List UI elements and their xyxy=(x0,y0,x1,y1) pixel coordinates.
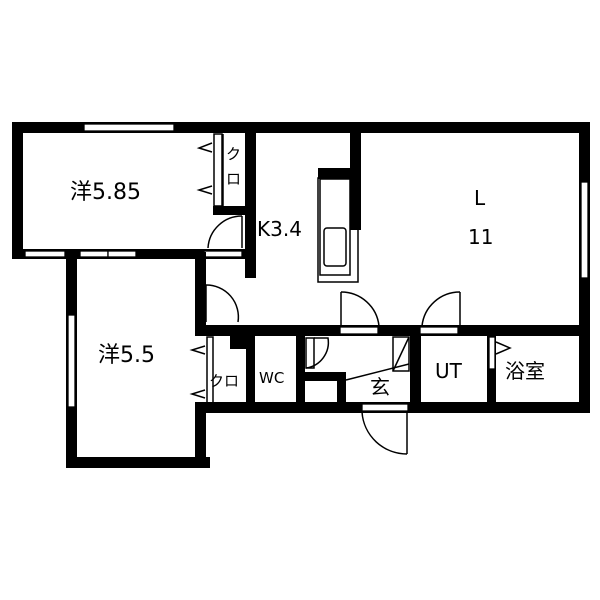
interior-walls xyxy=(12,122,590,412)
bath-door-indicator xyxy=(495,341,512,355)
door-wc[interactable] xyxy=(305,337,330,369)
label-closet-1b: ロ xyxy=(226,170,241,188)
label-entrance: 玄 xyxy=(370,375,390,399)
label-kitchen: K3.4 xyxy=(257,217,302,241)
closet-room1 xyxy=(196,133,224,207)
label-western-room-1: 洋5.85 xyxy=(70,180,141,205)
label-living-line2: 11 xyxy=(468,225,493,249)
windows xyxy=(67,123,589,408)
label-closet-1a: ク xyxy=(226,145,241,163)
door-hall-1[interactable] xyxy=(340,291,380,327)
window-right-living xyxy=(580,181,589,279)
window-top-room1 xyxy=(83,123,175,132)
closet-room2 xyxy=(189,336,214,404)
label-closet-2: クロ xyxy=(209,372,239,390)
door-living[interactable] xyxy=(421,291,461,327)
label-utility: UT xyxy=(435,359,463,383)
room-labels: 洋5.85 洋5.5 K3.4 L 11 ク ロ クロ WC 玄 UT 浴室 xyxy=(70,145,545,399)
doors xyxy=(205,215,512,455)
window-left-room2 xyxy=(67,314,76,408)
label-toilet: WC xyxy=(259,369,284,387)
kitchen-counter[interactable] xyxy=(317,177,360,283)
label-western-room-2: 洋5.5 xyxy=(98,343,155,368)
door-room2[interactable] xyxy=(205,284,240,323)
entrance-step xyxy=(345,336,410,381)
exterior-walls xyxy=(12,122,590,468)
label-bathroom: 浴室 xyxy=(505,359,545,383)
door-entrance[interactable] xyxy=(361,411,408,455)
door-room1[interactable] xyxy=(207,215,243,249)
sink-icon xyxy=(323,227,347,267)
label-living-line1: L xyxy=(474,186,486,210)
